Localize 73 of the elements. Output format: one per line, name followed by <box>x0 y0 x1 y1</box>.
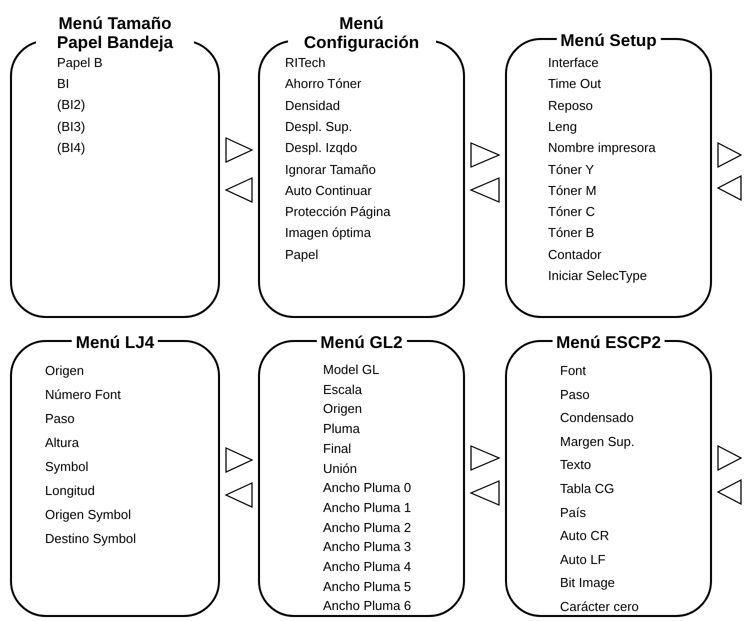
menu-item: Ignorar Tamaño <box>285 162 376 176</box>
navigation-arrow <box>717 142 742 168</box>
navigation-arrow <box>469 177 500 203</box>
menu-item: Carácter cero <box>560 599 639 614</box>
menu-item: RITech <box>285 55 326 70</box>
menu-item: Tóner C <box>548 204 595 220</box>
navigation-arrow <box>717 445 742 471</box>
menu-item: Final <box>323 440 352 456</box>
menu-item: Despl. Sup. <box>285 118 352 134</box>
menu-item: (BI4) <box>57 140 86 155</box>
menu-item: (BI2) <box>57 97 86 112</box>
navigation-arrow <box>225 137 254 163</box>
menu-item: Auto LF <box>560 552 606 567</box>
menu-item: Imagen óptima <box>285 225 371 240</box>
menu-item: Auto Continuar <box>285 182 372 198</box>
menu-item: Densidad <box>285 98 340 113</box>
menu-item: Iniciar SelecType <box>548 268 647 283</box>
menu-item: Despl. Izqdo <box>285 140 358 156</box>
menu-item: Origen <box>45 363 84 378</box>
menu-item: Paso <box>560 386 590 402</box>
navigation-arrow <box>469 480 500 506</box>
menu-item: Tóner Y <box>548 162 594 176</box>
menu-item: Número Font <box>45 387 121 402</box>
navigation-arrow <box>224 177 253 203</box>
menu-item: Texto <box>560 457 592 472</box>
menu-item: Model GL <box>323 362 380 377</box>
menu-item: Tóner B <box>548 225 594 240</box>
menu-item: Interface <box>548 55 599 70</box>
menu-item: Contador <box>548 246 602 262</box>
menu-item: Papel <box>285 246 318 262</box>
menu-item: Font <box>560 363 586 378</box>
panel-heading: Menú Configuración <box>288 14 436 52</box>
panel-heading: Menú Setup <box>556 31 661 50</box>
menu-item: Escala <box>323 382 362 397</box>
menu-item: Protección Página <box>285 204 391 220</box>
menu-item: Ancho Pluma 3 <box>323 539 412 554</box>
menu-item: Paso <box>45 411 75 426</box>
menu-item: Ancho Pluma 0 <box>323 480 412 496</box>
menu-item: Bit Image <box>560 575 615 590</box>
menu-item: BI <box>57 76 70 92</box>
menu-item: Condensado <box>560 410 634 426</box>
navigation-arrow <box>225 447 254 473</box>
menu-item: Tóner M <box>548 182 596 198</box>
menu-item: Unión <box>323 460 357 476</box>
menu-item: Papel B <box>57 55 103 70</box>
navigation-arrow <box>716 175 742 201</box>
menu-item: País <box>560 504 586 520</box>
menu-item: Reposo <box>548 98 593 113</box>
menu-item: Ahorro Tóner <box>285 76 362 92</box>
menu-item: Pluma <box>323 421 360 436</box>
menu-item: Destino Symbol <box>45 531 136 546</box>
menu-item: Time Out <box>548 76 601 92</box>
menu-item: Altura <box>45 435 79 450</box>
menu-item: (BI3) <box>57 118 86 134</box>
menu-item: Origen <box>323 401 362 416</box>
menu-item: Longitud <box>45 483 95 498</box>
navigation-arrow <box>470 445 501 471</box>
menu-item: Ancho Pluma 4 <box>323 559 412 574</box>
panel-heading: Menú Tamaño Papel Bandeja <box>36 14 194 52</box>
menu-item: Nombre impresora <box>548 140 656 156</box>
navigation-arrow <box>470 142 501 168</box>
menu-item: Tabla CG <box>560 481 614 496</box>
menu-item: Ancho Pluma 2 <box>323 520 412 535</box>
menu-item: Symbol <box>45 459 88 474</box>
menu-item: Leng <box>548 118 577 134</box>
menu-item: Ancho Pluma 1 <box>323 500 412 515</box>
menu-item: Auto CR <box>560 528 610 544</box>
menu-item: Origen Symbol <box>45 507 131 522</box>
navigation-arrow <box>224 482 253 508</box>
menu-item: Ancho Pluma 6 <box>323 598 412 614</box>
navigation-arrow <box>716 479 742 505</box>
menu-item: Ancho Pluma 5 <box>323 578 412 594</box>
menu-item: Margen Sup. <box>560 434 634 449</box>
